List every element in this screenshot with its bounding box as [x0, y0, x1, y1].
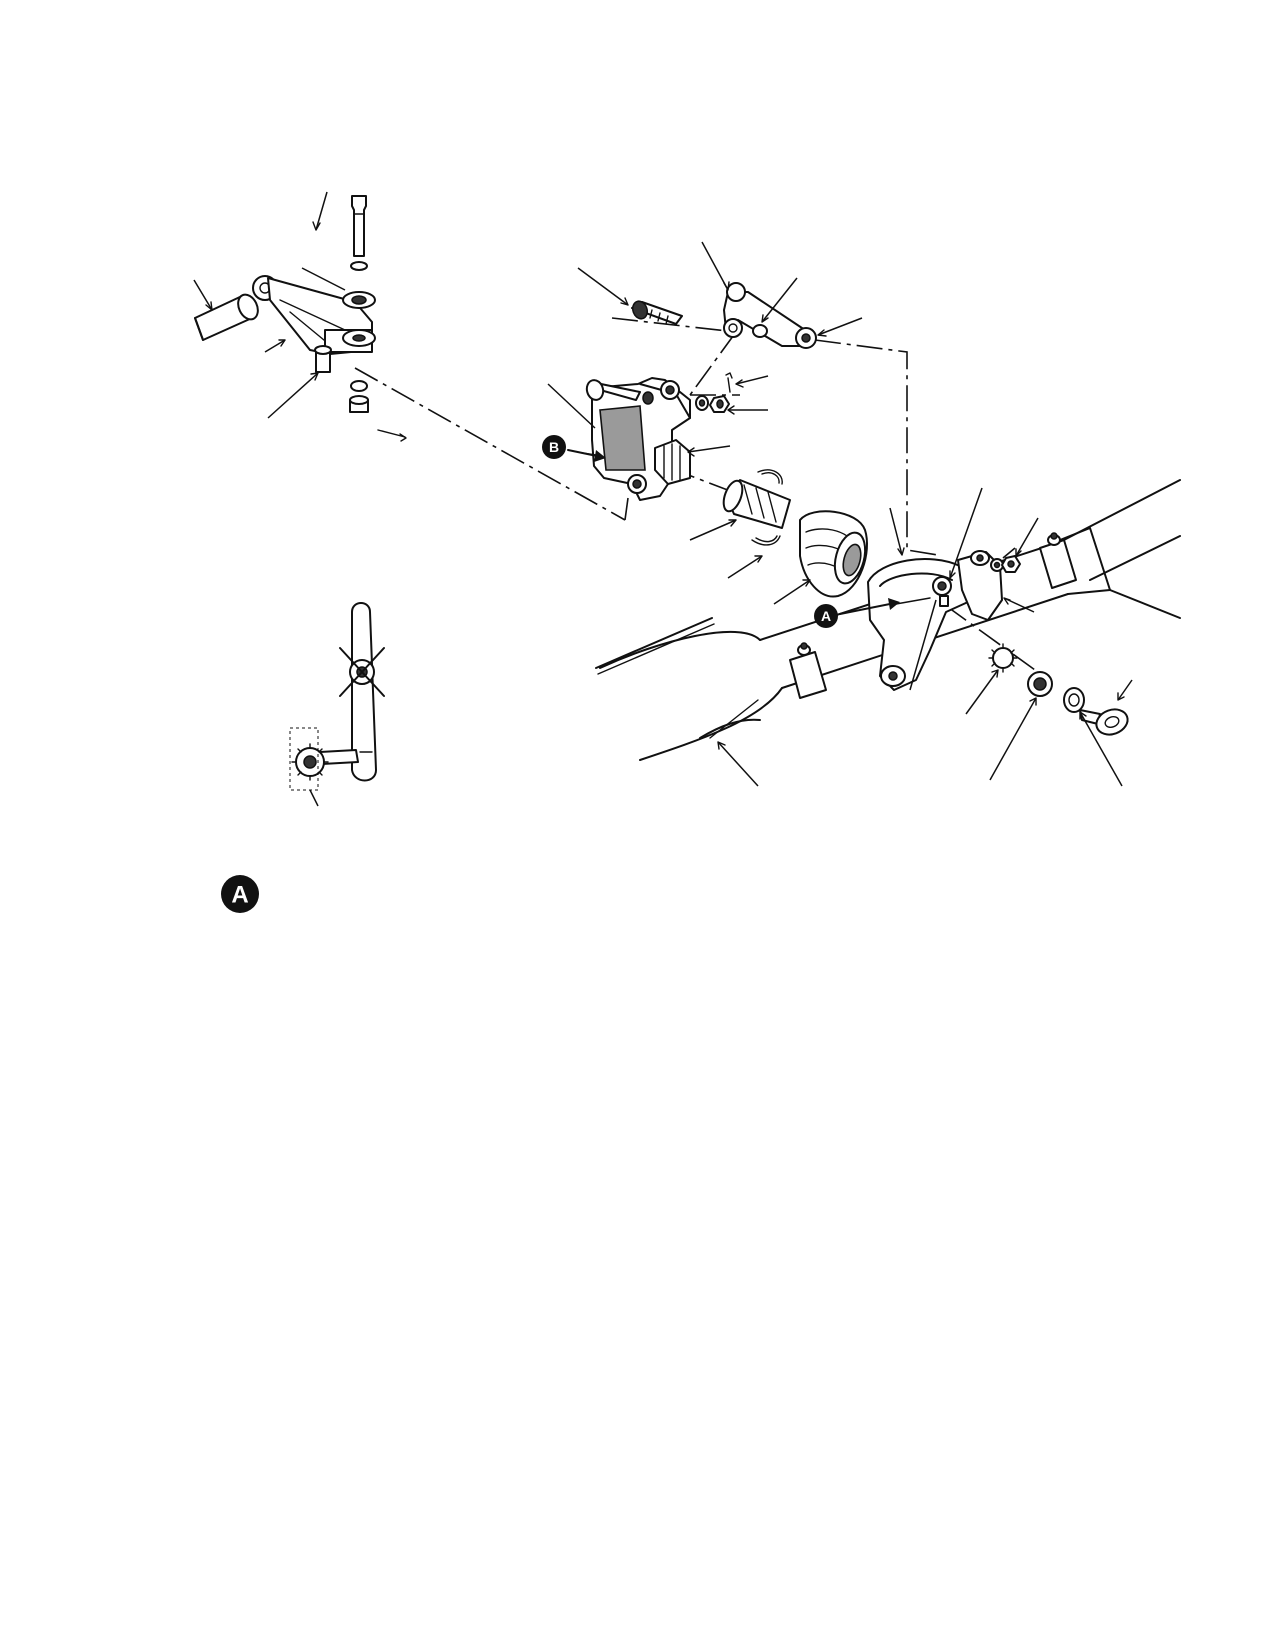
washer-lower [350, 380, 368, 392]
snap-ring-upper [757, 469, 783, 485]
link-washer [752, 324, 768, 338]
gear-bolt-head [1095, 708, 1129, 736]
gear-stack [988, 643, 1129, 736]
callout-b-badge [542, 435, 566, 459]
inset-detail-box [289, 727, 319, 791]
spur-gear-small [992, 647, 1014, 669]
callout-a: A [814, 598, 900, 628]
dashed-line-link-to-gearbox [814, 339, 939, 556]
tube-end-fitting [237, 293, 259, 321]
leaders-gearbox [889, 487, 1039, 691]
actuator-cotter-pin [727, 377, 731, 393]
inset-sector-lever [289, 602, 385, 807]
link-eye-left [723, 318, 743, 338]
callout-a-badge [814, 604, 838, 628]
leaders-bellcrank [193, 191, 346, 419]
vertical-bolt [351, 195, 367, 257]
linkage-assembly [631, 282, 817, 349]
leaders-linkage [577, 241, 863, 337]
link-eye-top [726, 282, 746, 302]
gear-washer [1063, 687, 1085, 713]
legend-a-label: A [231, 882, 248, 909]
actuator-housing-shading [599, 405, 646, 471]
actuator-assembly [585, 372, 733, 501]
dashed-line-link-to-actuator [689, 331, 737, 396]
bellcrank-assembly [194, 195, 407, 442]
dashed-line-gearbox-nut [1002, 547, 1016, 559]
cotter-pin [377, 429, 406, 438]
dashed-line-actuator-drop [624, 497, 629, 521]
dashed-line-bellcrank-to-actuator [354, 367, 626, 521]
control-tube-left-edge [595, 617, 713, 669]
callout-a-label: A [821, 608, 831, 624]
callout-b-label: B [549, 439, 559, 455]
driveshaft-parts [722, 469, 868, 598]
callout-b: B [542, 435, 606, 462]
dashed-line-bolt-to-link [611, 317, 737, 333]
tube-clamp-left [789, 651, 827, 699]
washer-upper-small [350, 261, 368, 271]
tube-clamp-right [1039, 539, 1077, 589]
main-tube-assembly [595, 479, 1181, 761]
snap-ring-lower [751, 535, 781, 546]
legend-a-badge [221, 875, 259, 913]
dashed-line-gear-stack [944, 604, 1036, 671]
leaders-gear-stack [717, 669, 1133, 787]
legend-a: A [221, 875, 259, 913]
leaders-driveshaft [689, 519, 811, 605]
lever-arm [351, 602, 377, 782]
gearbox-assembly [867, 550, 1021, 691]
